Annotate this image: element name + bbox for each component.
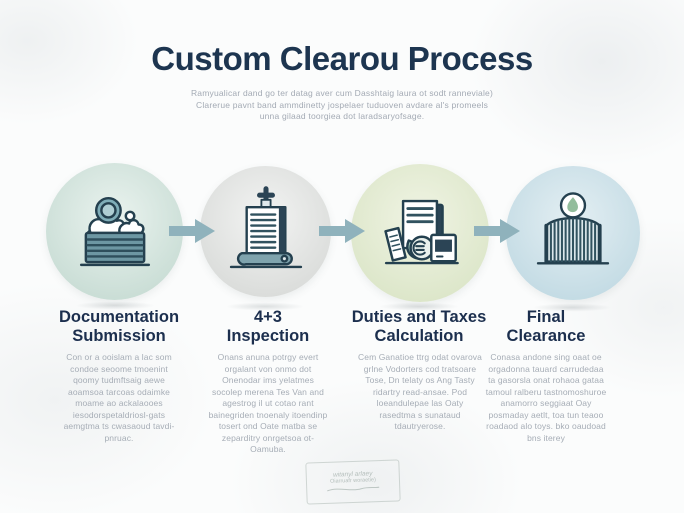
approval-stamp: witanyl arlaey Oiarruafr woraetie) bbox=[305, 459, 401, 505]
step-circle-4 bbox=[506, 166, 640, 300]
document-stack-icon bbox=[46, 163, 183, 300]
step-heading-line: Clearance bbox=[506, 327, 586, 345]
step-heading-2: 4+3 Inspection bbox=[183, 308, 353, 346]
subtitle-line-3: unna gilaad toorgiea dot laradsaryofsage… bbox=[259, 111, 425, 121]
arrow-icon bbox=[169, 216, 215, 246]
circle-shadow bbox=[366, 301, 472, 312]
step-body-2: Onans anuna potrgy evert orgalant von on… bbox=[208, 352, 328, 454]
arrow-icon bbox=[474, 216, 520, 246]
step-circle-1 bbox=[46, 163, 183, 300]
step-heading-3: Duties and Taxes Calculation bbox=[334, 308, 504, 346]
step-heading-line: Documentation bbox=[58, 308, 180, 326]
subtitle-line-2: Clarerue pavnt band ammdinetty jospelaer… bbox=[195, 99, 489, 110]
circle-shadow bbox=[213, 301, 317, 312]
inspection-document-icon bbox=[200, 166, 331, 297]
circle-shadow bbox=[520, 302, 624, 313]
step-circle-3 bbox=[351, 164, 489, 302]
step-circle-2 bbox=[200, 166, 331, 297]
container-clearance-icon bbox=[506, 166, 640, 300]
page-title: Custom Clearou Process bbox=[151, 40, 533, 77]
arrow-icon bbox=[319, 216, 365, 246]
subtitle-line-1: Ramyualicar dand go ter datag aver cum D… bbox=[190, 88, 494, 98]
step-heading-1: Documentation Submission bbox=[34, 308, 204, 346]
step-heading-line: Inspection bbox=[226, 327, 310, 345]
stamp-flourish bbox=[327, 486, 380, 492]
step-heading-line: Calculation bbox=[374, 327, 464, 345]
step-heading-line: 4+3 bbox=[254, 308, 282, 326]
step-heading-line: Submission bbox=[72, 327, 166, 345]
circle-shadow bbox=[62, 300, 168, 311]
taxes-calculator-icon bbox=[351, 164, 489, 302]
step-body-4: Conasa andone sing oaat oe orgadonna tau… bbox=[485, 352, 607, 443]
step-heading-4: Final Clearance bbox=[461, 308, 631, 346]
subtitle: Ramyualicar dand go ter datag aver cum D… bbox=[0, 88, 684, 123]
step-body-1: Con or a ooislam a lac som condoe seoome… bbox=[63, 352, 175, 443]
step-body-3: Cem Ganatioe ttrg odat ovarova grlne Vod… bbox=[358, 352, 482, 431]
step-heading-line: Duties and Taxes bbox=[351, 308, 487, 326]
step-heading-line: Final bbox=[526, 308, 566, 326]
